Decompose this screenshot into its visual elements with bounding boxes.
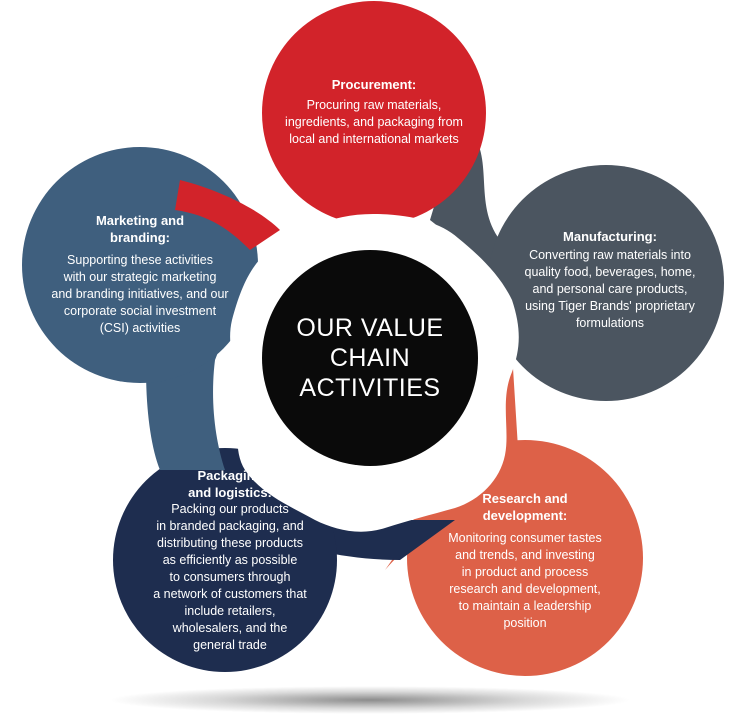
marketing-title: Marketing and branding: <box>95 213 185 245</box>
packaging-title: Packaging and logistics: <box>188 468 272 500</box>
research-description: Monitoring consumer tastes and trends, a… <box>448 531 602 630</box>
marketing-description: Supporting these activities with our str… <box>51 253 229 335</box>
segment-procurement <box>175 1 486 250</box>
packaging-description: Packing our products in branded packagin… <box>153 502 307 652</box>
marketing-text: Marketing and branding: Supporting these… <box>30 212 250 337</box>
manufacturing-text: Manufacturing: Converting raw materials … <box>498 228 722 332</box>
center-title: OUR VALUE CHAIN ACTIVITIES <box>296 314 444 402</box>
manufacturing-description: Converting raw materials into quality fo… <box>524 248 696 330</box>
packaging-text: Packaging and logistics: Packing our pro… <box>120 467 340 654</box>
procurement-description: Procuring raw materials, ingredients, an… <box>285 98 463 146</box>
ground-shadow <box>110 686 630 714</box>
manufacturing-title: Manufacturing: <box>563 229 657 244</box>
center-circle <box>262 250 478 466</box>
research-title: Research and development: <box>482 491 568 523</box>
procurement-text: Procurement: Procuring raw materials, in… <box>264 76 484 148</box>
procurement-title: Procurement: <box>331 77 417 92</box>
research-text: Research and development: Monitoring con… <box>420 490 630 632</box>
